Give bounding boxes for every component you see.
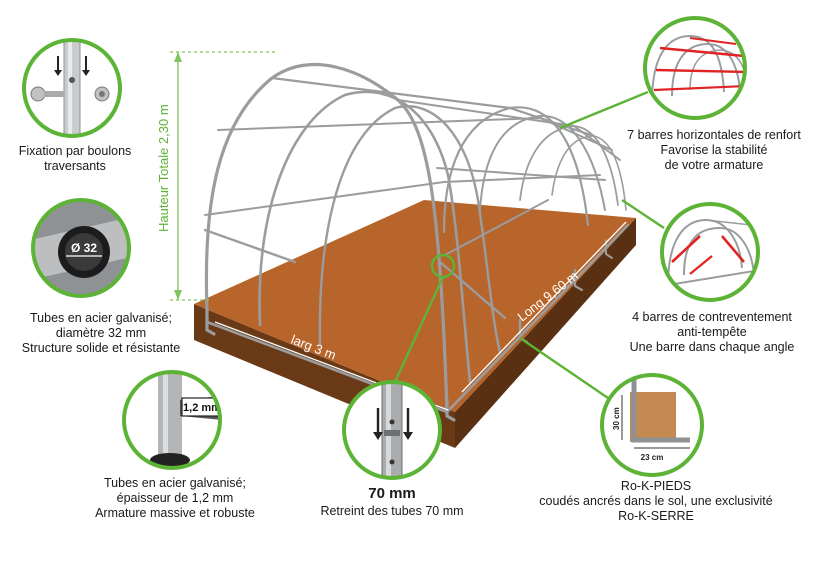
bolts-caption: Fixation par boulons traversants: [10, 144, 140, 174]
caption-line: coudés ancrés dans le sol, une exclusivi…: [539, 494, 773, 508]
tube-shrink-caption: 70 mm Retreint des tubes 70 mm: [292, 486, 492, 519]
caption-line: Favorise la stabilité: [660, 143, 768, 157]
wind-bars-caption: 4 barres de contreventement anti-tempête…: [612, 310, 812, 355]
feet-callout: 30 cm 23 cm: [600, 373, 704, 477]
caption-line: Fixation par boulons: [18, 144, 132, 158]
length-dimension: [461, 221, 627, 393]
caption-line: anti-tempête: [677, 325, 747, 339]
horizontal-bars-caption: 7 barres horizontales de renfort Favoris…: [612, 128, 816, 173]
caption-line: Retreint des tubes 70 mm: [320, 504, 464, 518]
tube-thickness-callout: 1,2 mm: [122, 370, 222, 470]
caption-line: de votre armature: [664, 158, 764, 172]
caption-line: Ro-K-SERRE: [618, 509, 694, 523]
tube-diameter-callout: Ø 32: [31, 198, 131, 298]
horizontal-bars-callout: [643, 16, 747, 120]
caption-line: Armature massive et robuste: [95, 506, 255, 520]
shrink-headline: 70 mm: [368, 485, 416, 502]
caption-line: Tubes en acier galvanisé;: [104, 476, 246, 490]
caption-line: Ro-K-PIEDS: [620, 479, 692, 493]
height-label: Hauteur Totale 2,30 m: [156, 104, 171, 232]
thickness-label: 1,2 mm: [183, 402, 221, 414]
bolt-fixation-icon: [30, 40, 110, 136]
feet-caption: Ro-K-PIEDS coudés ancrés dans le sol, un…: [526, 479, 786, 524]
diameter-label: Ø 32: [71, 241, 97, 255]
caption-line: diamètre 32 mm: [55, 326, 147, 340]
horizontal-bars-icon: [651, 34, 745, 103]
wind-bars-callout: [660, 202, 760, 302]
ground-foot-icon: 30 cm 23 cm: [602, 375, 702, 475]
caption-line: 7 barres horizontales de renfort: [627, 128, 801, 142]
callout-connectors: [393, 90, 665, 399]
caption-line: 4 barres de contreventement: [632, 310, 792, 324]
caption-line: traversants: [44, 159, 106, 173]
height-dimension: [170, 51, 275, 301]
tube-thickness-caption: Tubes en acier galvanisé; épaisseur de 1…: [80, 476, 270, 521]
caption-line: épaisseur de 1,2 mm: [116, 491, 234, 505]
bolts-callout: [22, 38, 122, 138]
caption-line: Tubes en acier galvanisé;: [30, 311, 172, 325]
foot-width-label: 23 cm: [641, 453, 664, 462]
tube-shrink-icon: [373, 382, 413, 478]
tube-diameter-caption: Tubes en acier galvanisé; diamètre 32 mm…: [6, 311, 196, 356]
caption-line: Structure solide et résistante: [21, 341, 181, 355]
wind-brace-icon: [667, 218, 758, 286]
tube-shrink-callout: [342, 380, 442, 480]
caption-line: Une barre dans chaque angle: [629, 340, 795, 354]
foot-height-label: 30 cm: [612, 407, 621, 430]
tube-thickness-icon: 1,2 mm: [150, 372, 221, 468]
